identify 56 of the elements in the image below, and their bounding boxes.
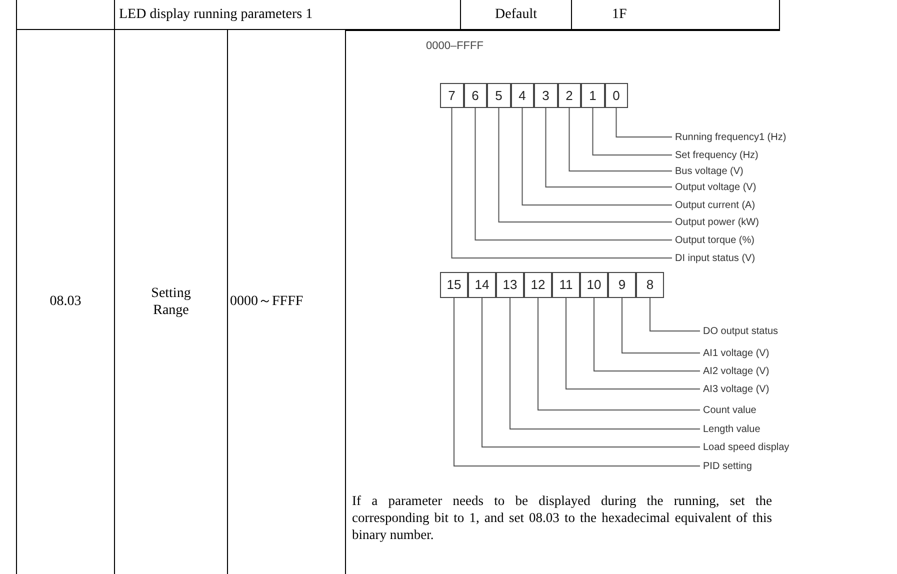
bit-box: 10 <box>580 272 608 298</box>
bit-box: 0 <box>604 83 628 108</box>
bit-label: PID setting <box>703 459 833 473</box>
bit-label: Count value <box>703 403 833 417</box>
leader-line <box>538 298 700 410</box>
bit-box: 12 <box>524 272 552 298</box>
bit-box: 1 <box>581 83 604 108</box>
leader-line <box>510 298 700 430</box>
bit-box: 3 <box>534 83 558 108</box>
bit-box: 4 <box>510 83 534 108</box>
bit-box: 5 <box>487 83 510 108</box>
note-paragraph: If a parameter needs to be displayed during the running, set the corresponding bit to 1, and set 08.03 to the hexadecimal equivalent of this binary number. <box>352 492 772 543</box>
bit-label: Output voltage (V) <box>675 180 815 194</box>
bit-box: 2 <box>558 83 581 108</box>
bit-box: 9 <box>608 272 636 298</box>
bit-label: DO output status <box>703 324 833 338</box>
bit-box: 13 <box>496 272 524 298</box>
leader-line <box>622 298 700 354</box>
table-cell: 1F <box>571 0 780 30</box>
range-label: 0000–FFFF <box>426 39 484 54</box>
leader-line <box>566 298 700 390</box>
table-cell: Setting Range <box>114 30 227 574</box>
bit-label: Output torque (%) <box>675 233 815 247</box>
bit-box: 6 <box>464 83 487 108</box>
table-cell: Default <box>460 0 571 30</box>
table-cell: 08.03 <box>16 30 114 574</box>
bit-label: Length value <box>703 422 833 436</box>
table-cell: LED display running parameters 1 <box>114 0 460 30</box>
leader-line <box>482 298 700 448</box>
bit-label: Output power (kW) <box>675 215 815 229</box>
bit-label: Bus voltage (V) <box>675 164 815 178</box>
leader-line <box>474 108 672 240</box>
leader-line <box>454 298 700 466</box>
leader-line <box>616 108 672 138</box>
bit-box: 7 <box>440 83 464 108</box>
bit-box: 8 <box>636 272 664 298</box>
leader-line <box>568 108 672 172</box>
bit-box: 14 <box>468 272 496 298</box>
bit-label: AI1 voltage (V) <box>703 346 833 360</box>
leader-line <box>594 298 700 372</box>
bit-box: 15 <box>440 272 468 298</box>
bit-label: DI input status (V) <box>675 251 815 265</box>
leader-line <box>545 108 672 188</box>
leader-line <box>592 108 672 156</box>
leader-line <box>522 108 672 206</box>
bit-label: AI3 voltage (V) <box>703 382 833 396</box>
bit-label: Running frequency1 (Hz) <box>675 130 815 144</box>
bit-label: Set frequency (Hz) <box>675 148 815 162</box>
bit-label: Load speed display <box>703 440 833 454</box>
bit-box: 11 <box>552 272 580 298</box>
bit-label: Output current (A) <box>675 198 815 212</box>
leader-line <box>451 108 672 258</box>
leader-line <box>650 298 700 332</box>
table-cell: 0000～FFFF <box>227 30 345 574</box>
bit-label: AI2 voltage (V) <box>703 364 833 378</box>
leader-line <box>498 108 672 222</box>
